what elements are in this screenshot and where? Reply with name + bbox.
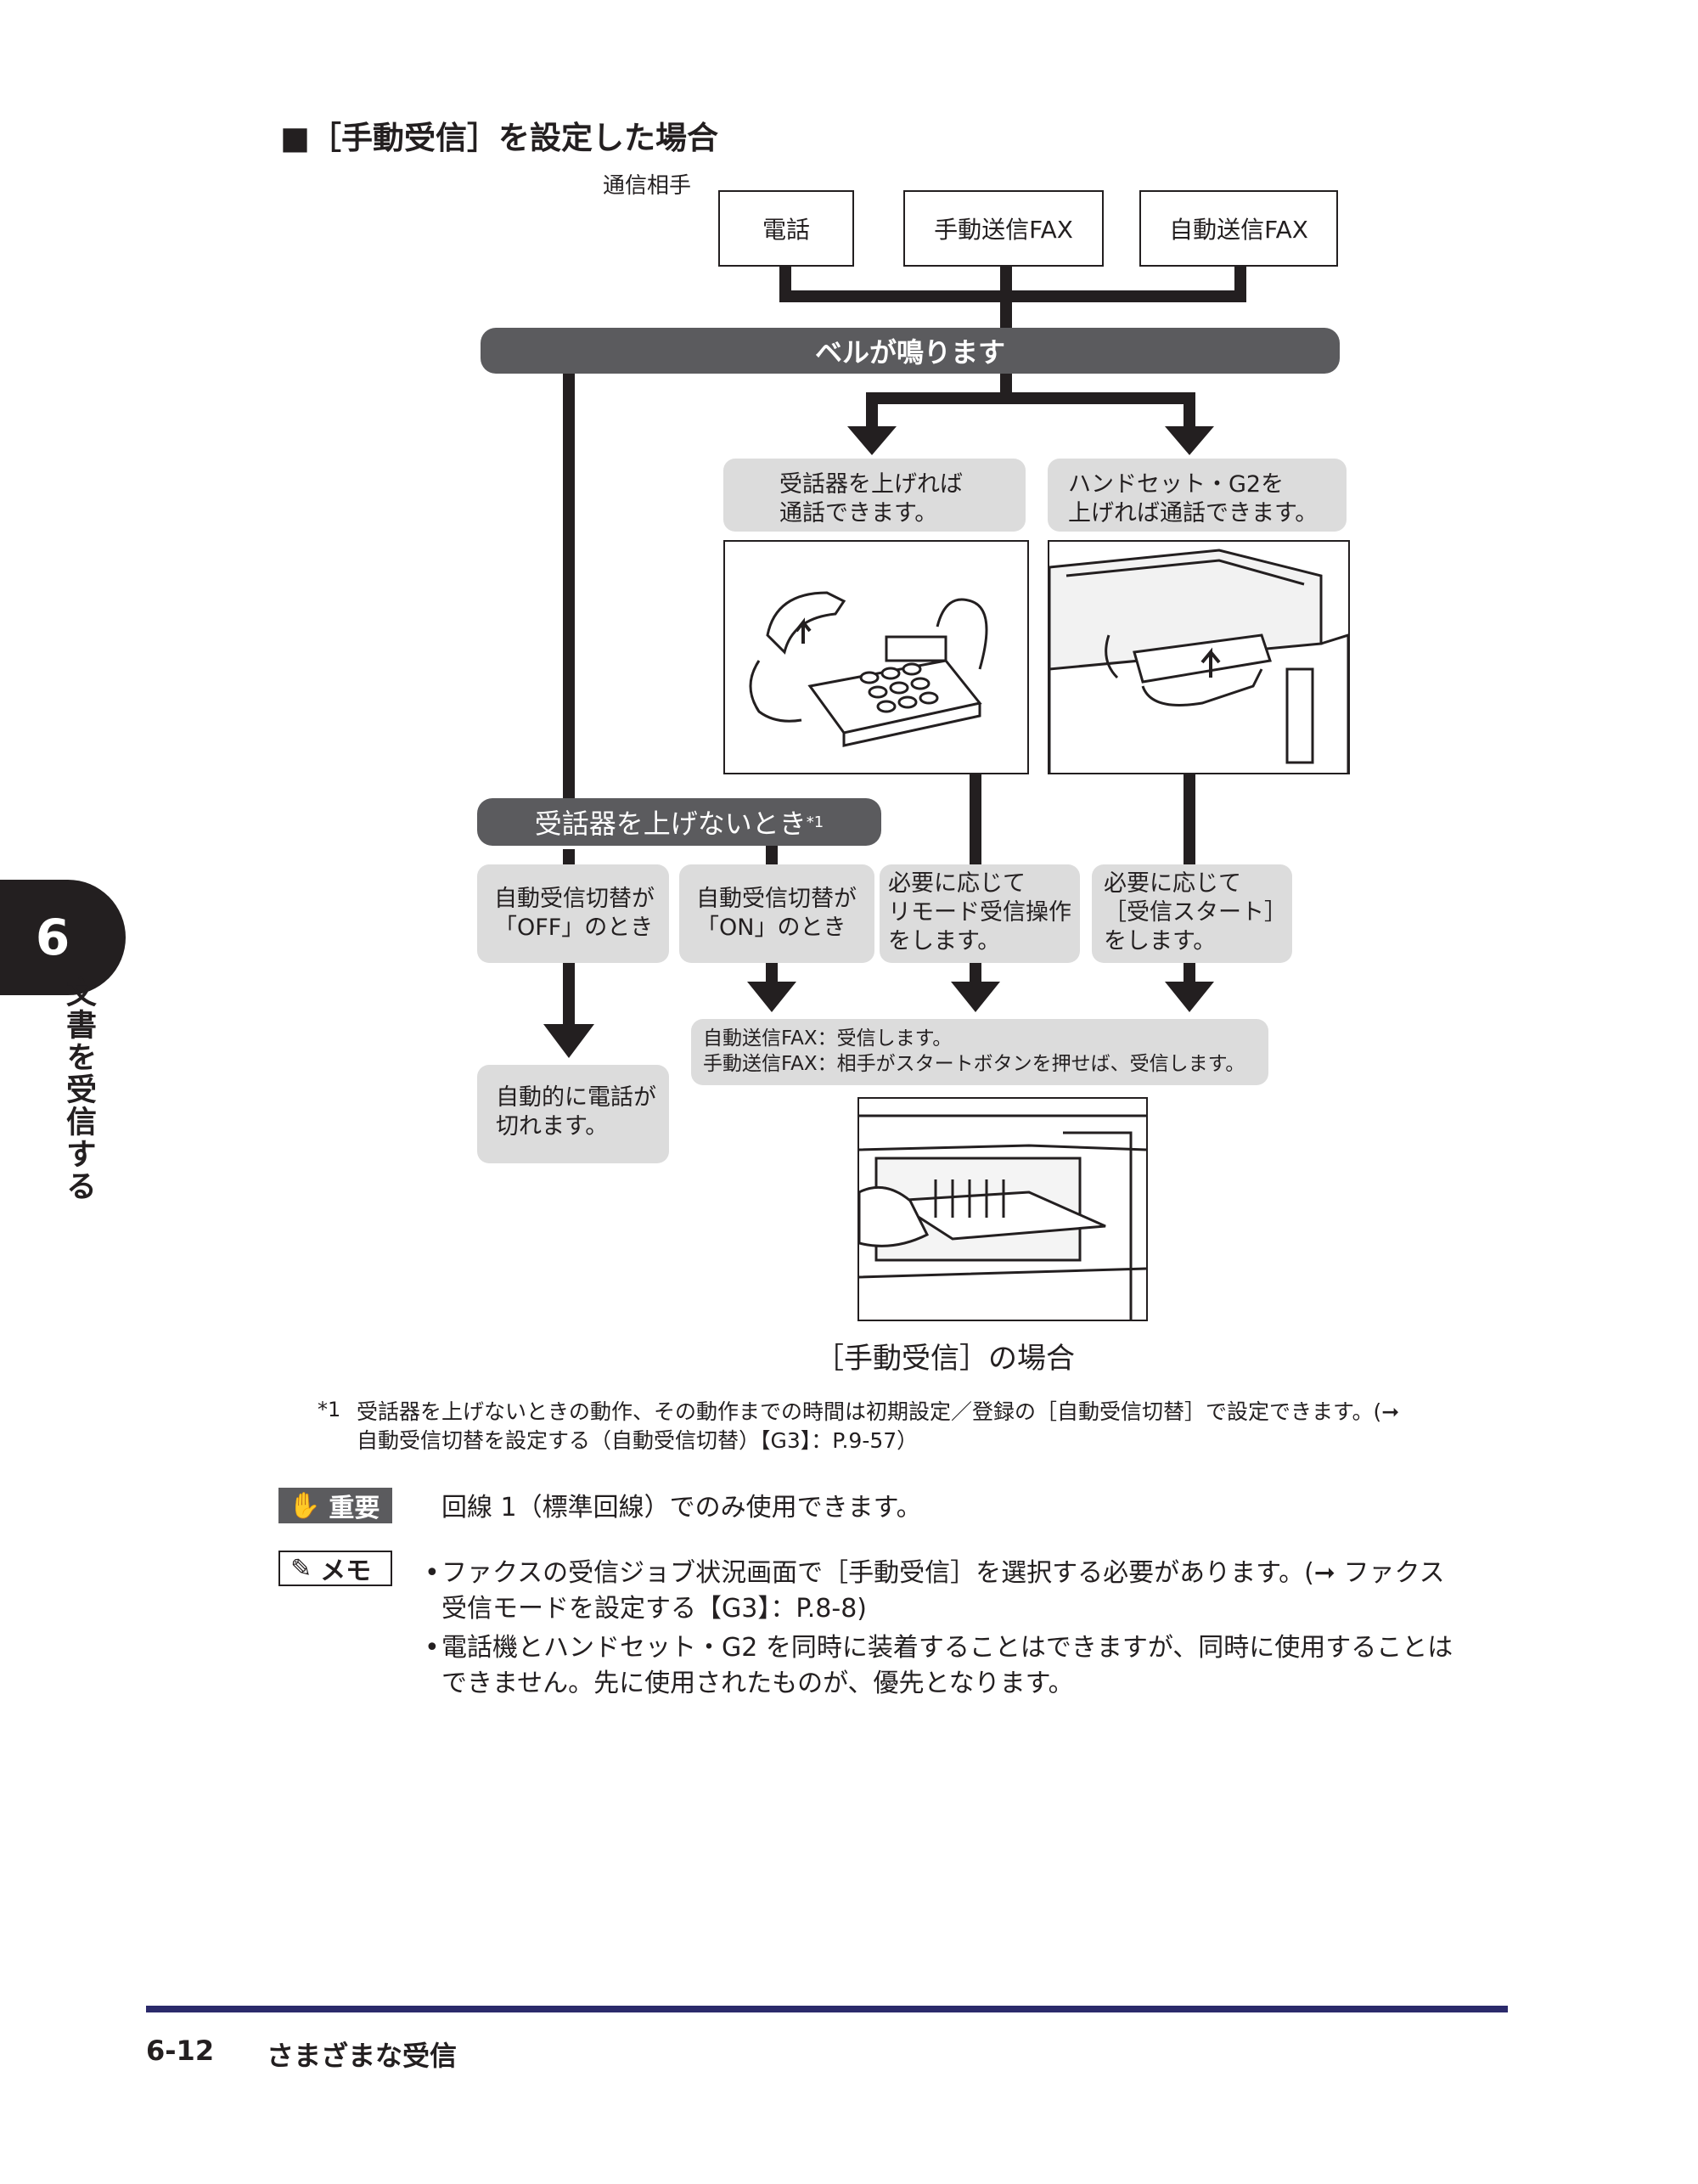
no-pickup-bar: 受話器を上げないとき*1 [477,798,881,846]
partner-label: 通信相手 [603,173,692,199]
arrow-on [747,982,796,1012]
connector-start-down [1184,960,1195,985]
branch-remote: 必要に応じて リモード受信操作 をします。 [880,864,1080,963]
footer-title: さまざまな受信 [267,2040,458,2072]
bullet-icon: • [424,1558,440,1588]
memo-item-2-line-1: 電話機とハンドセット・G2 を同時に装着することはできますが、同時に使用すること… [441,1633,1453,1663]
branch-remote-line-1: 必要に応じて [888,870,1026,897]
connector-left-main [563,372,575,803]
connector-g2-down [1184,768,1195,864]
handset-bubble-line-1: 受話器を上げれば [779,471,963,498]
receive-line-2: 手動送信FAX：相手がスタートボタンを押せば、受信します。 [703,1053,1245,1075]
connector-source-2 [1000,265,1012,294]
pencil-icon: ✎ [290,1553,312,1584]
figure-caption: ［手動受信］の場合 [815,1342,1075,1376]
arrow-to-g2-bubble [1165,426,1214,455]
g2-bubble-line-1: ハンドセット・G2を [1068,471,1285,498]
bullet-icon: • [424,1633,440,1663]
arrow-off [543,1024,594,1058]
connector-on-down [766,960,778,985]
footnote-text: 受話器を上げないときの動作、その動作までの時間は初期設定／登録の［自動受信切替］… [357,1398,1399,1455]
important-text: 回線 1（標準回線）でのみ使用できます。 [441,1493,922,1523]
footnote-mark: *1 [318,1398,341,1421]
disconnect-line-2: 切れます。 [496,1113,609,1140]
fax-output-illustration [857,1097,1148,1321]
memo-label: メモ [320,1556,372,1586]
page-number: 6-12 [146,2035,215,2067]
source-phone: 電話 [718,190,854,267]
connector-handset-down [970,768,981,864]
arrow-to-handset-bubble [847,426,897,455]
bell-bar: ベルが鳴ります [481,328,1340,374]
no-pickup-text: 受話器を上げないとき [534,808,807,840]
connector-off-down [563,960,575,1027]
g2-bubble: ハンドセット・G2を 上げれば通話できます。 [1048,459,1347,532]
telephone-illustration [723,540,1029,774]
important-label: 重要 [329,1494,380,1523]
hand-icon: ✋ [289,1490,321,1521]
receive-box: 自動送信FAX：受信します。 手動送信FAX：相手がスタートボタンを押せば、受信… [691,1019,1268,1085]
g2-bubble-line-2: 上げれば通話できます。 [1068,500,1318,526]
footnote-line-2: 自動受信切替を設定する（自動受信切替）【G3】：P.9-57） [357,1428,919,1453]
memo-item-1-line-2: 受信モードを設定する【G3】：P.8-8) [441,1594,867,1624]
branch-start-line-3: をします。 [1104,928,1217,954]
section-title: ■［手動受信］を設定した場合 [280,120,718,156]
connector-nopickup-right [766,841,778,864]
connector-merge [779,290,1246,302]
connector-remote-down [970,960,981,985]
source-manual-fax: 手動送信FAX [903,190,1104,267]
branch-off-line-1: 自動受信切替が [494,886,655,912]
branch-on-line-2: 「ON」のとき [696,915,846,941]
connector-source-1 [779,265,791,294]
memo-item-2: • 電話機とハンドセット・G2 を同時に装着することはできますが、同時に使用する… [424,1630,1453,1702]
connector-nopickup-left [563,849,575,864]
branch-off-line-2: 「OFF」のとき [494,915,654,941]
connector-to-bell [1000,290,1012,328]
receive-line-1: 自動送信FAX：受信します。 [703,1027,953,1050]
chapter-number: 6 [35,909,70,966]
chapter-title: 文書を受信する [61,977,96,1202]
memo-item-1-line-1: ファクスの受信ジョブ状況画面で［手動受信］を選択する必要があります。(➞ ファク… [441,1558,1445,1588]
branch-remote-line-3: をします。 [888,928,1001,954]
branch-start-line-1: 必要に応じて [1104,870,1241,897]
arrow-start [1165,982,1214,1012]
disconnect-line-1: 自動的に電話が [496,1084,656,1111]
branch-on-line-1: 自動受信切替が [696,886,857,912]
disconnect-box: 自動的に電話が 切れます。 [477,1065,669,1163]
connector-right-down [1184,392,1195,430]
footer-rule [146,2006,1508,2012]
footnote-line-1: 受話器を上げないときの動作、その動作までの時間は初期設定／登録の［自動受信切替］… [357,1399,1400,1424]
connector-source-3 [1234,265,1246,294]
connector-split [866,392,1195,404]
memo-item-1: • ファクスの受信ジョブ状況画面で［手動受信］を選択する必要があります。(➞ フ… [424,1556,1445,1627]
source-auto-fax: 自動送信FAX [1139,190,1338,267]
handset-bubble: 受話器を上げれば 通話できます。 [723,459,1026,532]
handset-bubble-line-2: 通話できます。 [779,500,938,526]
branch-on: 自動受信切替が 「ON」のとき [679,864,874,963]
branch-off: 自動受信切替が 「OFF」のとき [477,864,669,963]
no-pickup-footnote-mark: *1 [806,813,824,831]
important-badge: ✋ 重要 [278,1488,392,1523]
connector-left-down [866,392,878,430]
branch-start: 必要に応じて ［受信スタート］ をします。 [1092,864,1292,963]
branch-start-line-2: ［受信スタート］ [1104,899,1287,926]
arrow-remote [951,982,1000,1012]
memo-item-2-line-2: できません。先に使用されたものが、優先となります。 [441,1669,1074,1698]
chapter-tab: 6 [0,880,126,995]
branch-remote-line-2: リモード受信操作 [888,899,1071,926]
handset-g2-illustration [1048,540,1350,774]
memo-badge: ✎ メモ [278,1551,392,1586]
